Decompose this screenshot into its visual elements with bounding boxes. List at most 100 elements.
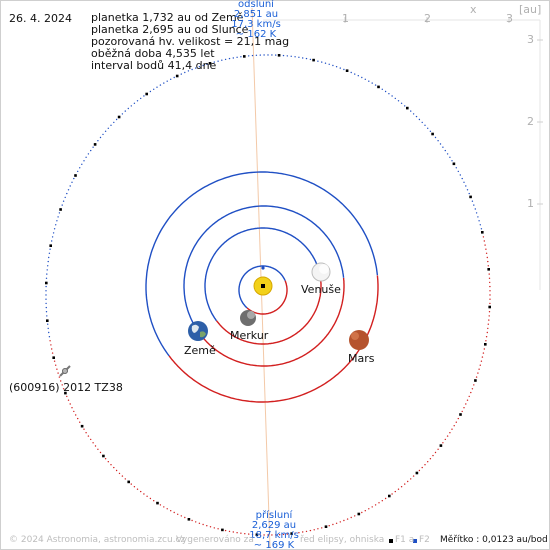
asteroid-interval-point (487, 268, 490, 271)
asteroid-orbit-dot (159, 504, 162, 506)
mercury-orbit-below (246, 280, 288, 315)
asteroid-orbit-dot (468, 395, 470, 398)
asteroid-orbit-dot (90, 438, 92, 441)
asteroid-orbit-dot (263, 534, 265, 536)
asteroid-orbit-dot (404, 483, 406, 485)
asteroid-interval-point (243, 55, 246, 58)
asteroid-orbit-dot (57, 372, 59, 374)
asteroid-orbit-dot (374, 84, 377, 86)
asteroid-orbit-dot (47, 265, 49, 267)
asteroid-orbit-dot (415, 115, 418, 118)
asteroid-orbit-dot (51, 352, 54, 354)
asteroid-orbit-dot (45, 290, 47, 292)
earth-orbit-above (183, 205, 345, 328)
asteroid-orbit-dot (85, 156, 87, 158)
asteroid-orbit-dot (90, 149, 92, 152)
asteroid-orbit-dot (357, 75, 359, 77)
asteroid-orbit-dot (473, 384, 475, 386)
asteroid-orbit-dot (275, 54, 277, 56)
asteroid-orbit-dot (180, 515, 182, 517)
asteroid-orbit-dot (489, 281, 491, 284)
asteroid-orbit-dot (46, 273, 48, 275)
asteroid-orbit-dot (83, 428, 85, 430)
asteroid-orbit-dot (427, 127, 429, 129)
asteroid-orbit-dot (99, 136, 102, 139)
asteroid-orbit-dot (471, 200, 474, 202)
mars-disc (349, 330, 369, 350)
asteroid-orbit-dot (478, 220, 480, 222)
asteroid-position (59, 365, 71, 377)
asteroid-interval-point (452, 162, 456, 166)
asteroid-orbit-dot (166, 80, 168, 82)
asteroid-orbit-dot (146, 495, 148, 497)
venus (311, 262, 331, 282)
asteroid-orbit-dot (429, 130, 432, 132)
asteroid-orbit-dot (485, 248, 487, 250)
asteroid-orbit-dot (45, 298, 47, 300)
asteroid-orbit-dot (468, 192, 470, 195)
asteroid-orbit-dot (67, 399, 70, 401)
asteroid-interval-point (324, 525, 328, 528)
asteroid-orbit-dot (482, 236, 485, 238)
asteroid-orbit-dot (410, 478, 412, 480)
asteroid-orbit-dot (104, 130, 107, 132)
asteroid-orbit-dot (487, 265, 489, 267)
asteroid-orbit-dot (400, 102, 403, 105)
asteroid-orbit-dot (278, 534, 281, 536)
asteroid-orbit-dot (442, 146, 444, 148)
asteroid-orbit-dot (248, 533, 250, 535)
asteroid-orbit-dot (489, 298, 491, 300)
asteroid-orbit-dot (240, 532, 242, 534)
asteroid-orbit-dot (69, 185, 71, 187)
asteroid-orbit-dot (61, 204, 63, 206)
asteroid-interval-point (290, 532, 293, 535)
earth-disc (188, 321, 208, 341)
asteroid-orbit-dot (73, 177, 75, 180)
asteroid-orbit-dot (449, 156, 451, 158)
legend-f2: F2 (419, 535, 430, 545)
asteroid-orbit-dot (437, 448, 439, 450)
asteroid-orbit-dot (424, 464, 426, 466)
asteroid-interval-point (277, 54, 281, 57)
asteroid-orbit-dot (47, 260, 49, 263)
asteroid-interval-point (52, 356, 55, 359)
asteroid-orbit-dot (487, 260, 489, 263)
asteroid-orbit-dot (346, 518, 349, 520)
legend-f2-square (413, 539, 417, 543)
asteroid-interval-point (255, 533, 259, 536)
asteroid-orbit-dot (213, 61, 215, 63)
asteroid-orbit-dot (480, 228, 483, 230)
asteroid-orbit-dot (400, 486, 403, 488)
asteroid-orbit-dot (446, 153, 449, 155)
asteroid-orbit-dot (255, 54, 258, 56)
asteroid-orbit-dot (455, 421, 457, 423)
scale-axes (263, 17, 543, 290)
asteroid-orbit-dot (263, 54, 265, 56)
asteroid-orbit-dot (232, 531, 234, 533)
asteroid-orbit-dot (184, 516, 186, 519)
asteroid-orbit-dot (332, 523, 334, 526)
asteroid-orbit-dot (368, 80, 370, 82)
asteroid-orbit-dot (298, 532, 300, 534)
aphelion-distance: 2,851 au (233, 9, 279, 20)
asteroid-orbit-dot (459, 174, 461, 176)
asteroid-orbit-dot (488, 319, 490, 321)
asteroid-orbit-dot (480, 360, 483, 362)
asteroid-orbit-dot (45, 294, 47, 296)
asteroid-orbit-dot (45, 277, 48, 279)
asteroid-orbit-dot (434, 451, 437, 454)
asteroid-orbit-dot (48, 252, 51, 254)
earth-land (200, 331, 206, 338)
asteroid-interval-point (345, 69, 349, 72)
asteroid-interval-point (175, 74, 179, 78)
asteroid-orbit-dot (79, 421, 81, 423)
asteroid-interval-point (481, 231, 484, 234)
asteroid-orbit-dot (45, 302, 47, 305)
asteroid-orbit-dot (115, 118, 118, 121)
perihelion-title: přísluní (255, 510, 293, 521)
asteroid-orbit-dot (202, 64, 204, 67)
asteroid-orbit-dot (217, 60, 219, 62)
asteroid-orbit-dot (55, 364, 57, 366)
asteroid-orbit-dot (343, 519, 345, 522)
